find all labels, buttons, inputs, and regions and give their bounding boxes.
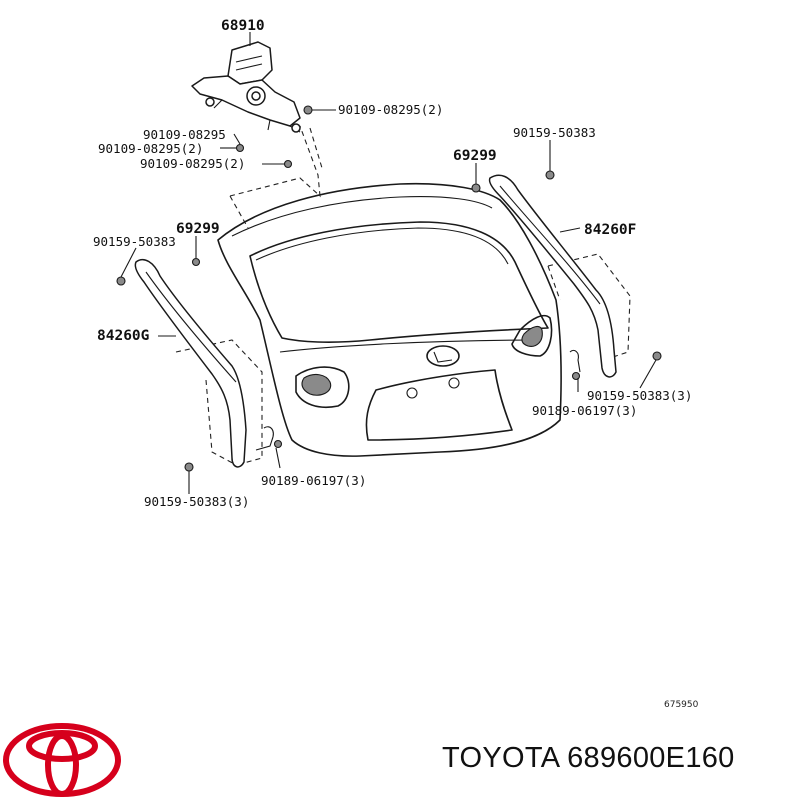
callout-clip-right: 90189-06197(3) (532, 403, 637, 418)
bolt-icon (235, 143, 245, 153)
callout-stop-right: 69299 (453, 148, 497, 164)
callout-bolt-left-1: 90109-08295 (143, 127, 226, 142)
callout-screw-right-bottom: 90159-50383(3) (587, 388, 692, 403)
leader-lines (120, 32, 657, 494)
callout-motor: 68910 (221, 18, 265, 34)
bolt-icon (303, 105, 313, 115)
toyota-logo (3, 723, 121, 797)
callout-screw-left-top: 90159-50383 (93, 234, 176, 249)
callout-bolt-left-2: 90109-08295(2) (98, 141, 203, 156)
callout-stop-left: 69299 (176, 221, 220, 237)
bolt-icon (283, 159, 293, 169)
callout-screw-right-top: 90159-50383 (513, 125, 596, 140)
motor-mount-area (229, 125, 321, 229)
motor-assembly (191, 41, 301, 133)
weatherstrip-left (116, 257, 283, 472)
callout-bolt-top-right: 90109-08295(2) (338, 102, 443, 117)
callout-strip-left: 84260G (97, 328, 149, 344)
callout-clip-left: 90189-06197(3) (261, 473, 366, 488)
diagram-code: 675950 (664, 700, 699, 710)
brand-part-number: TOYOTA 689600E160 (442, 742, 735, 774)
callout-screw-left-bottom: 90159-50383(3) (144, 494, 249, 509)
weatherstrip-right (471, 170, 662, 381)
callout-bolt-left-3: 90109-08295(2) (140, 156, 245, 171)
tailgate (217, 182, 562, 457)
callout-strip-right: 84260F (584, 222, 636, 238)
